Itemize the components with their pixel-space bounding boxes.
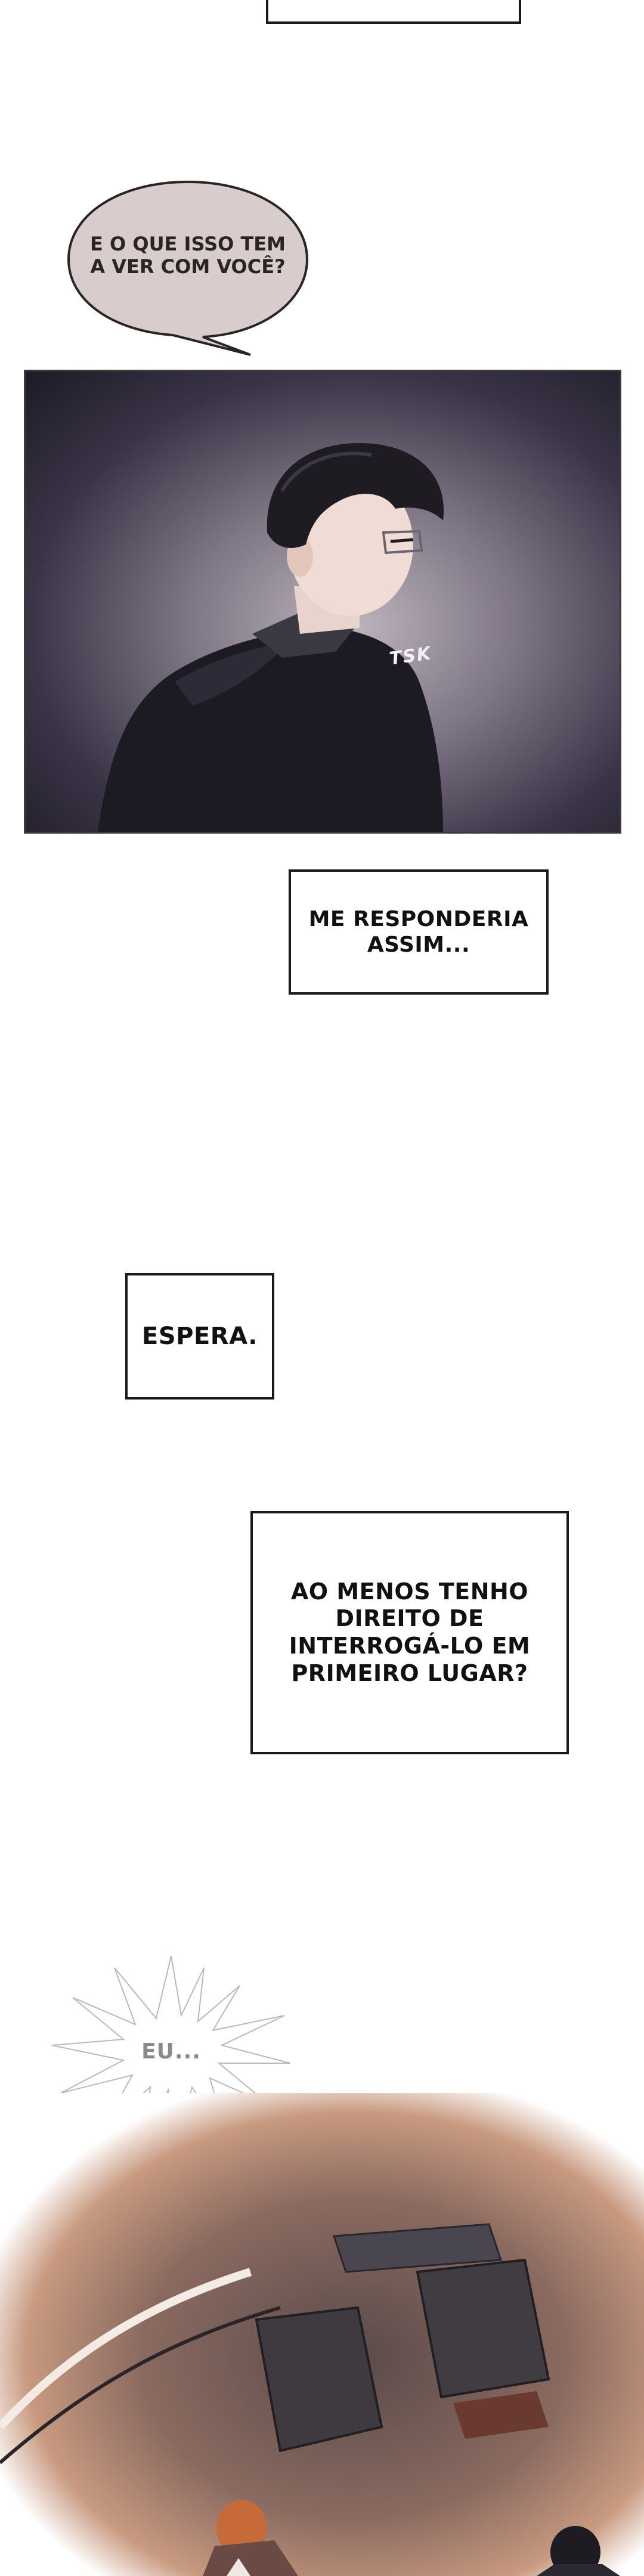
caption-box-2: ESPERA. [125,1273,274,1400]
burst-text: EU... [141,2039,201,2064]
caption-1-text: ME RESPONDERIA ASSIM... [308,906,529,957]
speech-bubble: E O QUE ISSO TEM A VER COM VOCÊ? [66,179,310,358]
car-interior-illustration [0,2093,644,2576]
panel-character: TSK [24,370,621,834]
speech-bubble-shape [67,180,309,356]
caption-box-top [266,0,521,24]
character-illustration [97,443,444,832]
car-interior-scene [0,2093,644,2576]
speech-bubble-text: E O QUE ISSO TEM A VER COM VOCÊ? [90,233,286,278]
caption-box-1: ME RESPONDERIA ASSIM... [289,869,549,995]
thought-burst: EU... [49,1950,293,2153]
caption-box-3: AO MENOS TENHO DIREITO DE INTERROGÁ-LO E… [250,1511,569,1754]
caption-3-text: AO MENOS TENHO DIREITO DE INTERROGÁ-LO E… [289,1578,531,1686]
caption-2-text: ESPERA. [142,1323,258,1350]
